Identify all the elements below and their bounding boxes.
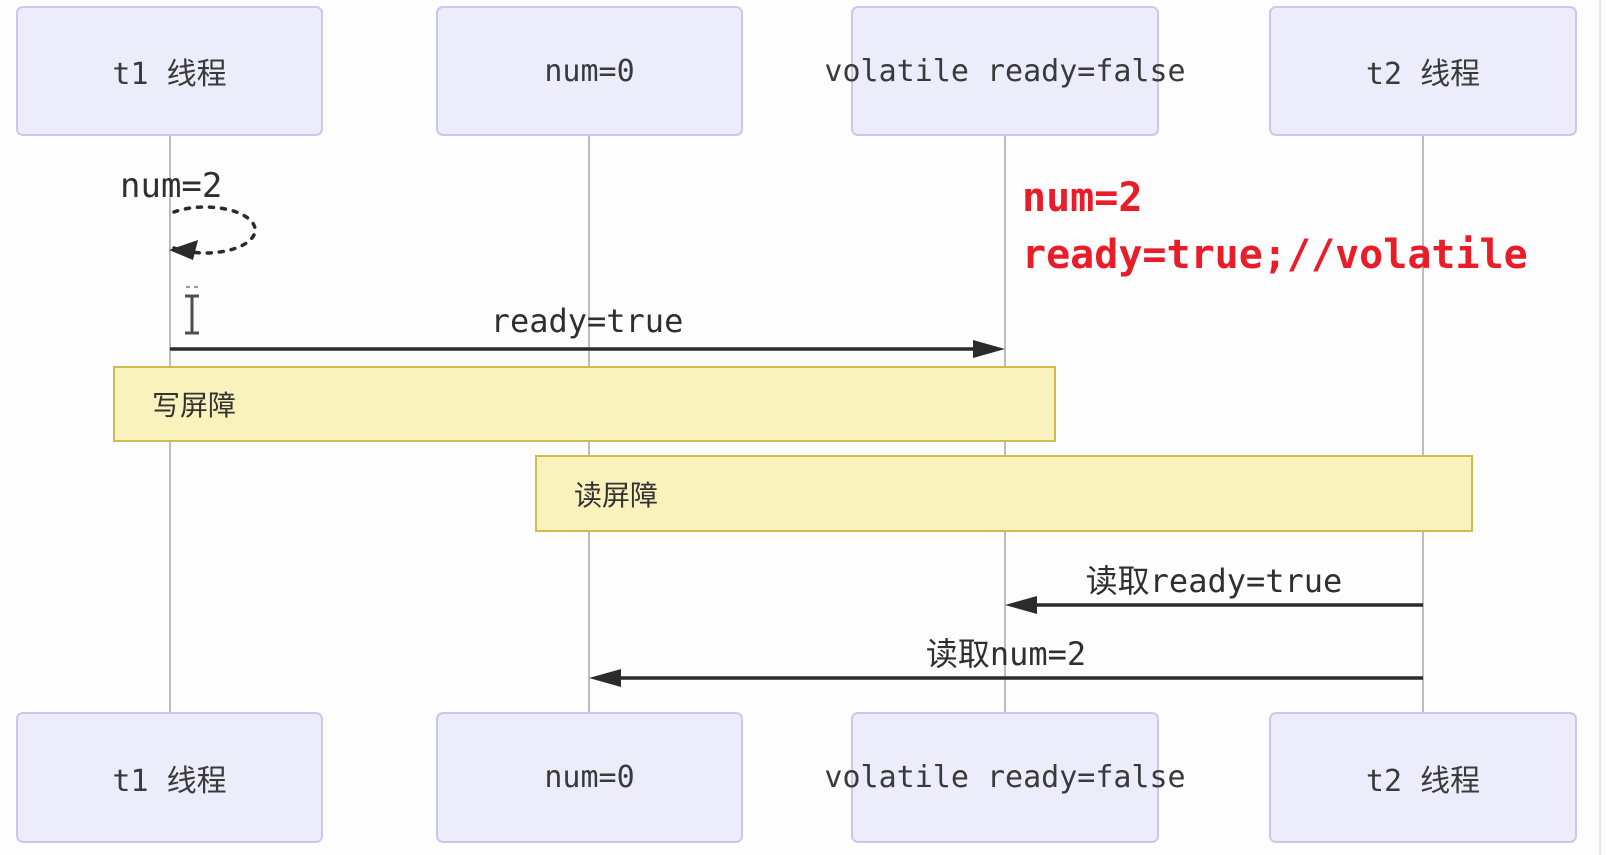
message-arrow-ready-true: [170, 340, 1005, 358]
participant-num-top: num=0: [436, 6, 743, 136]
participant-t1-label: t1 线程: [112, 57, 227, 92]
write-barrier-label: 写屏障: [152, 390, 237, 421]
window-edge-divider: [1599, 0, 1601, 855]
self-message-label: num=2: [120, 166, 223, 206]
participant-t2-top: t2 线程: [1269, 6, 1577, 136]
participant-t1-bottom: t1 线程: [16, 712, 323, 843]
participant-volatile-label: volatile ready=false: [824, 53, 1186, 89]
participant-volatile-label: volatile ready=false: [824, 760, 1186, 795]
self-loop-arrow-num2: [169, 205, 257, 260]
participant-t1-top: t1 线程: [16, 6, 323, 136]
participant-num-label: num=0: [544, 760, 635, 795]
participant-num-bottom: num=0: [436, 712, 743, 843]
participant-t2-bottom: t2 线程: [1269, 712, 1577, 843]
participant-volatile-bottom: volatile ready=false: [824, 712, 1186, 843]
write-barrier-note: 写屏障: [113, 366, 1056, 442]
participant-volatile-top: volatile ready=false: [824, 6, 1186, 136]
read-barrier-note: 读屏障: [535, 455, 1473, 532]
message-arrow-read-ready: [1005, 596, 1423, 614]
message-label-read-num: 读取num=2: [925, 635, 1087, 673]
participant-t2-label: t2 线程: [1365, 57, 1481, 92]
participant-t2-label: t2 线程: [1365, 763, 1481, 799]
message-label-read-ready: 读取ready=true: [1085, 562, 1343, 600]
text-cursor-icon: [185, 286, 199, 335]
message-label-ready-true: ready=true: [490, 302, 684, 340]
code-annotation-line1: num=2: [1022, 175, 1143, 221]
participant-t1-label: t1 线程: [112, 763, 227, 799]
read-barrier-label: 读屏障: [574, 479, 659, 511]
message-arrow-read-num: [589, 669, 1423, 687]
code-annotation: num=2 ready=true;//volatile: [1022, 170, 1528, 284]
participant-num-label: num=0: [544, 53, 635, 89]
code-annotation-line2: ready=true;//volatile: [1022, 232, 1528, 278]
